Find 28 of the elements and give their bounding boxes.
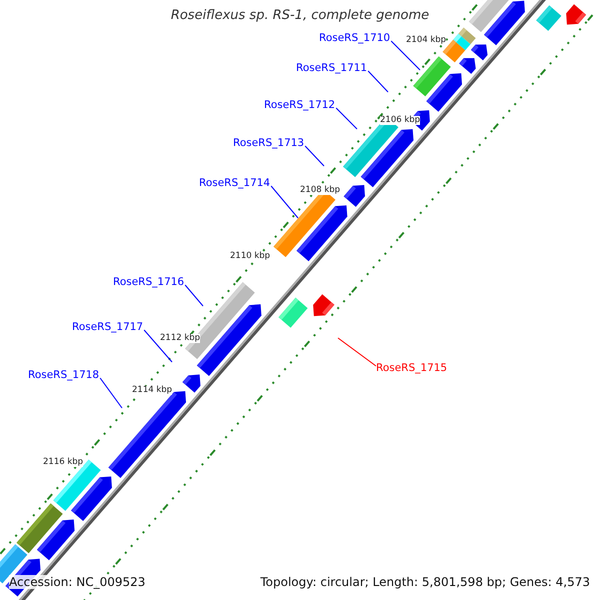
scale-label: 2114 kbp: [132, 386, 172, 394]
leader-line: [100, 378, 122, 408]
scale-label: 2108 kbp: [300, 186, 340, 194]
leader-line: [390, 40, 420, 70]
gene-label: RoseRS_1713: [233, 137, 304, 149]
gene-label: RoseRS_1711: [296, 62, 368, 74]
leader-line: [270, 186, 298, 218]
gene-label: RoseRS_1714: [199, 177, 270, 189]
gene-label: RoseRS_1718: [28, 369, 100, 381]
gene-label: RoseRS_1717: [72, 321, 144, 333]
leader-line: [184, 284, 204, 306]
leader-line: [336, 108, 358, 130]
scale-label: 2112 kbp: [160, 334, 200, 342]
scale-label: 2110 kbp: [230, 252, 270, 260]
leader-line: [368, 70, 388, 92]
gene-label: RoseRS_1710: [319, 32, 390, 44]
footer-note: Accession: NC_009523: [9, 575, 146, 589]
scale-label: 2116 kbp: [43, 458, 84, 466]
leader-line: [304, 146, 324, 166]
gene-label: RoseRS_1715: [376, 362, 448, 374]
scale-label: 2104 kbp: [406, 36, 446, 44]
map-title: Roseiflexus sp. RS-1, complete genome: [170, 8, 430, 23]
leader-line: [338, 338, 376, 366]
gene-label: RoseRS_1716: [113, 276, 184, 288]
leader-line: [144, 330, 172, 362]
footer-note: Topology: circular; Length: 5,801,598 bp; Genes: 4,573: [260, 575, 590, 589]
scale-label: 2106 kbp: [380, 116, 420, 124]
gene-label: RoseRS_1712: [264, 99, 336, 111]
